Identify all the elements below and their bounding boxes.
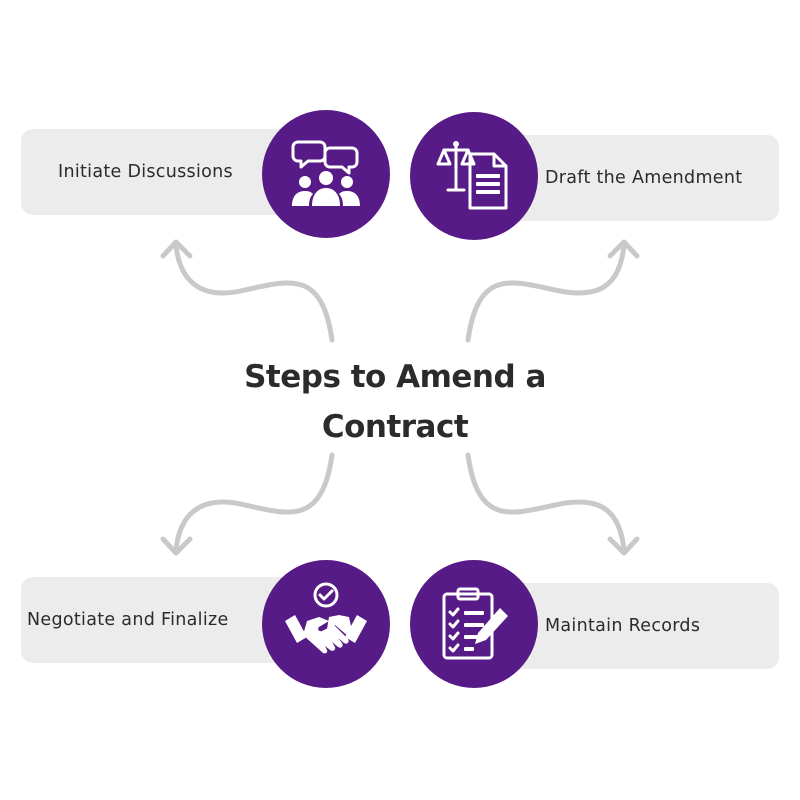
diagram-title: Steps to Amend a Contract	[244, 359, 546, 445]
legal-document-circle	[410, 112, 538, 240]
arrow-to-maintain-records	[465, 452, 627, 553]
step-label: Draft the Amendment	[545, 168, 743, 188]
arrowhead-maintain-records	[607, 536, 640, 556]
arrowhead-negotiate-finalize	[160, 536, 193, 556]
arrow-to-draft-amendment	[465, 242, 627, 343]
clipboard-checklist-pencil-icon	[442, 587, 508, 660]
arrowhead-initiate-discussions	[160, 239, 193, 259]
records-circle	[410, 560, 538, 688]
handshake-circle	[262, 560, 390, 688]
step-label: Negotiate and Finalize	[27, 610, 229, 630]
arrowhead-draft-amendment	[607, 239, 640, 259]
discussion-group-icon	[291, 140, 360, 206]
discussion-circle	[262, 110, 390, 238]
arrow-to-negotiate-finalize	[173, 452, 335, 553]
step-label: Maintain Records	[545, 616, 701, 636]
step-label: Initiate Discussions	[58, 162, 233, 182]
arrow-to-initiate-discussions	[173, 242, 335, 343]
legal-document-scales-icon	[436, 141, 508, 210]
handshake-check-icon	[285, 582, 367, 654]
